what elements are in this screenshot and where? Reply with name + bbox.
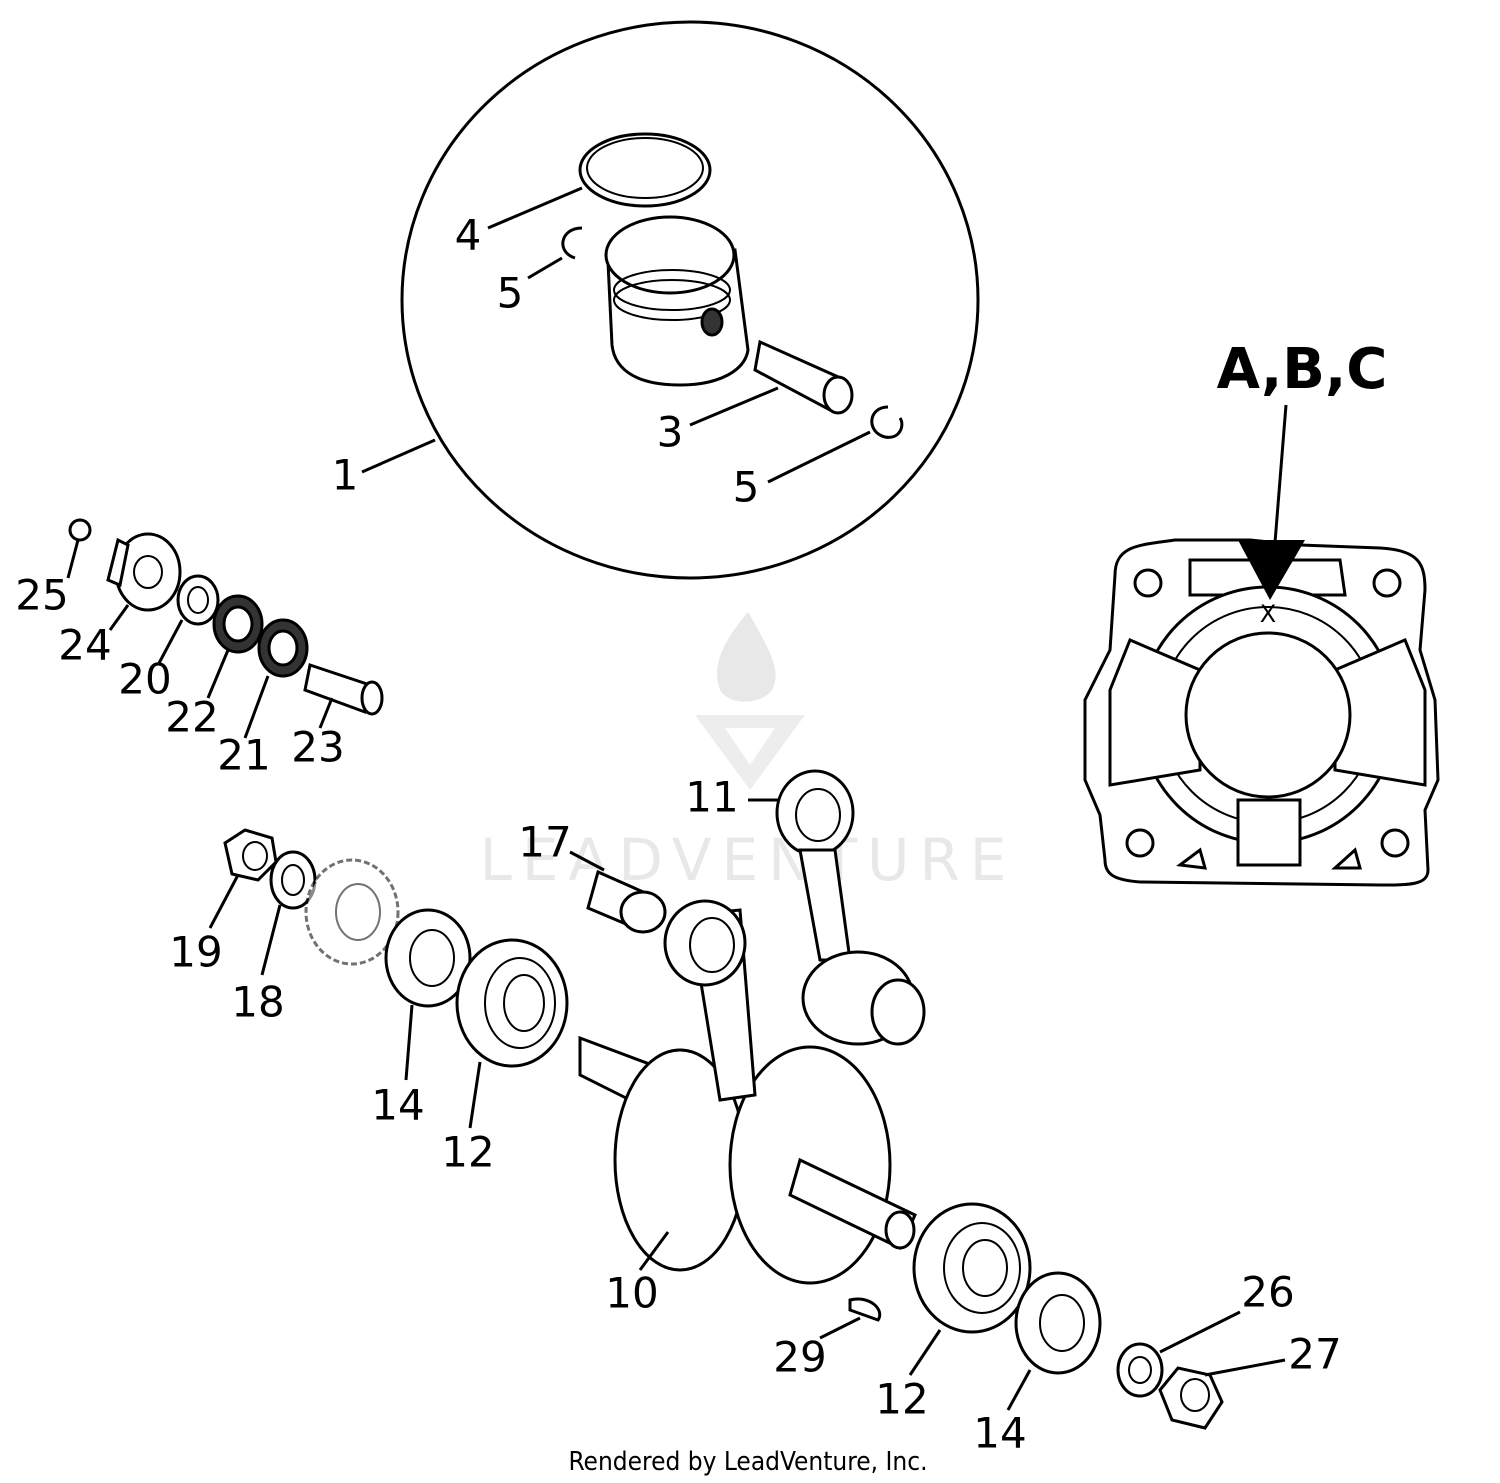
woodruff-key[interactable] (819, 1297, 882, 1340)
callout-19: 19 (169, 928, 222, 977)
callout-11: 11 (685, 773, 738, 822)
right-fasteners[interactable] (1116, 1310, 1286, 1430)
callout-10: 10 (605, 1269, 658, 1318)
washer-20[interactable] (176, 574, 220, 626)
seal-21[interactable] (257, 618, 309, 678)
render-credit: Rendered by LeadVenture, Inc. (568, 1447, 927, 1477)
gear[interactable] (304, 858, 400, 966)
leadventure-watermark: LEADVENTURE (480, 612, 1017, 894)
needle-bearing[interactable] (569, 850, 667, 934)
nut-27[interactable] (1158, 1366, 1224, 1430)
marker-label: A,B,C (1217, 337, 1388, 402)
callout-25: 25 (15, 571, 68, 620)
callout-1: 1 (332, 451, 359, 500)
left-crank-bearings[interactable] (384, 908, 569, 1129)
callout-3: 3 (657, 408, 684, 457)
piston[interactable] (604, 215, 750, 387)
callout-labels: 1 3 4 5 5 10 11 12 12 14 14 17 18 19 20 … (15, 211, 1341, 1458)
circlip-upper[interactable] (561, 226, 583, 260)
callout-5-lower: 5 (733, 463, 760, 512)
flame-icon (717, 612, 776, 702)
cylinder-base-view: X A,B,C (1083, 337, 1440, 887)
callout-22: 22 (165, 693, 218, 742)
washer-14-left[interactable] (384, 908, 472, 1008)
piston-pin[interactable] (753, 339, 854, 415)
water-pump-parts[interactable] (66, 518, 384, 739)
washer-18[interactable] (269, 850, 317, 910)
callout-29: 29 (773, 1333, 826, 1382)
bearing-12-right[interactable] (912, 1202, 1032, 1334)
callout-23: 23 (291, 723, 344, 772)
callout-17: 17 (518, 818, 571, 867)
callout-12-right: 12 (875, 1375, 928, 1424)
washer-26[interactable] (1116, 1342, 1164, 1398)
pump-shaft[interactable] (303, 663, 384, 716)
cylinder-x-mark: X (1260, 600, 1276, 628)
impeller[interactable] (106, 532, 182, 612)
nut-19[interactable] (223, 828, 278, 882)
piston-ring[interactable] (578, 132, 712, 208)
crankshaft[interactable] (578, 899, 917, 1285)
callout-5-upper: 5 (497, 269, 524, 318)
callout-14-right: 14 (973, 1409, 1026, 1458)
watermark-text: LEADVENTURE (480, 826, 1017, 894)
marker-arrow-icon (1238, 540, 1305, 600)
bearing-12-left[interactable] (455, 938, 569, 1068)
piston-kit-group[interactable] (361, 20, 980, 580)
callout-20: 20 (118, 655, 171, 704)
callout-4: 4 (455, 211, 482, 260)
right-crank-bearings[interactable] (908, 1202, 1102, 1411)
chevron-logo-icon (695, 715, 805, 790)
callout-18: 18 (231, 978, 284, 1027)
seal-22[interactable] (212, 594, 264, 654)
washer-14-right[interactable] (1014, 1271, 1102, 1375)
callout-27: 27 (1288, 1330, 1341, 1379)
gear-side-parts[interactable] (208, 828, 400, 976)
callout-24: 24 (58, 621, 111, 670)
callout-14-left: 14 (371, 1081, 424, 1130)
retaining-ring[interactable] (68, 518, 92, 542)
callout-12-left: 12 (441, 1128, 494, 1177)
callout-21: 21 (217, 731, 270, 780)
callout-26: 26 (1241, 1268, 1294, 1317)
circlip-lower[interactable] (870, 405, 904, 439)
connecting-rod[interactable] (748, 769, 926, 1046)
